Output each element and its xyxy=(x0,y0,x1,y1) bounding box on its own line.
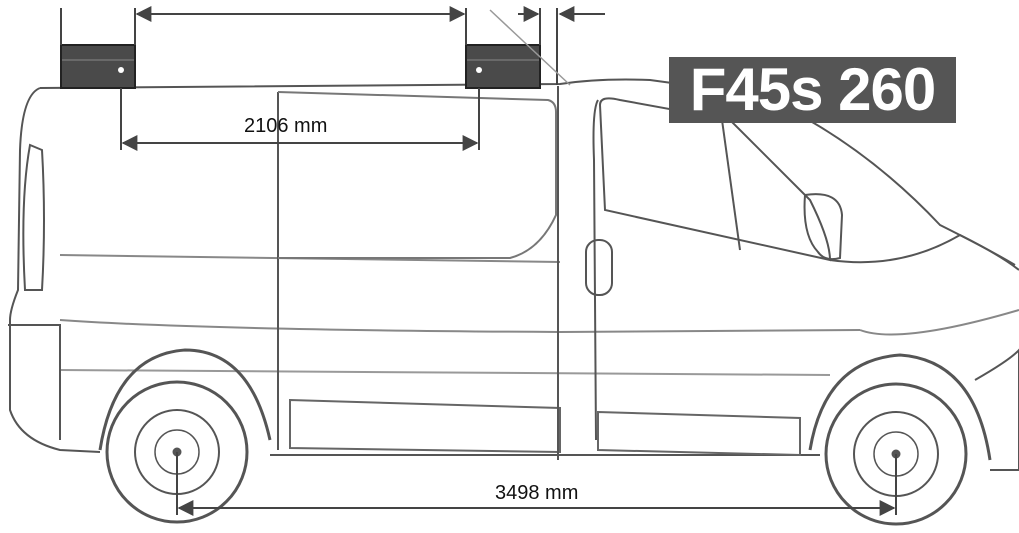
hood-line xyxy=(829,233,1019,271)
side-skirt-front xyxy=(597,410,801,457)
van-body xyxy=(8,78,1019,471)
front-arch xyxy=(808,353,992,461)
rear-outline xyxy=(9,87,101,453)
crease-lower xyxy=(59,369,831,376)
model-badge: F45s 260 xyxy=(669,57,956,123)
crease-mid xyxy=(59,319,861,334)
side-skirt-rear xyxy=(289,398,561,454)
dimension-lines xyxy=(60,6,897,516)
rear-arch xyxy=(98,348,272,451)
front-crease xyxy=(859,309,1019,336)
rear-light xyxy=(22,143,45,291)
wheel-arches xyxy=(98,348,992,461)
door-handle xyxy=(585,239,613,296)
windshield-guide xyxy=(489,9,571,86)
front-window xyxy=(598,97,832,262)
bracket-spacing-label: 2106 mm xyxy=(244,115,328,137)
roof-rail-foot-front xyxy=(465,44,541,89)
front-bumper xyxy=(974,348,1019,471)
roof-rail-foot-rear xyxy=(60,44,136,89)
mirror xyxy=(803,193,844,261)
window-pillar xyxy=(721,119,741,251)
rear-wheel xyxy=(105,380,249,524)
rear-bumper xyxy=(8,324,61,440)
slide-window xyxy=(277,91,557,259)
front-door-line xyxy=(592,99,599,441)
wheelbase-label: 3498 mm xyxy=(495,482,579,504)
